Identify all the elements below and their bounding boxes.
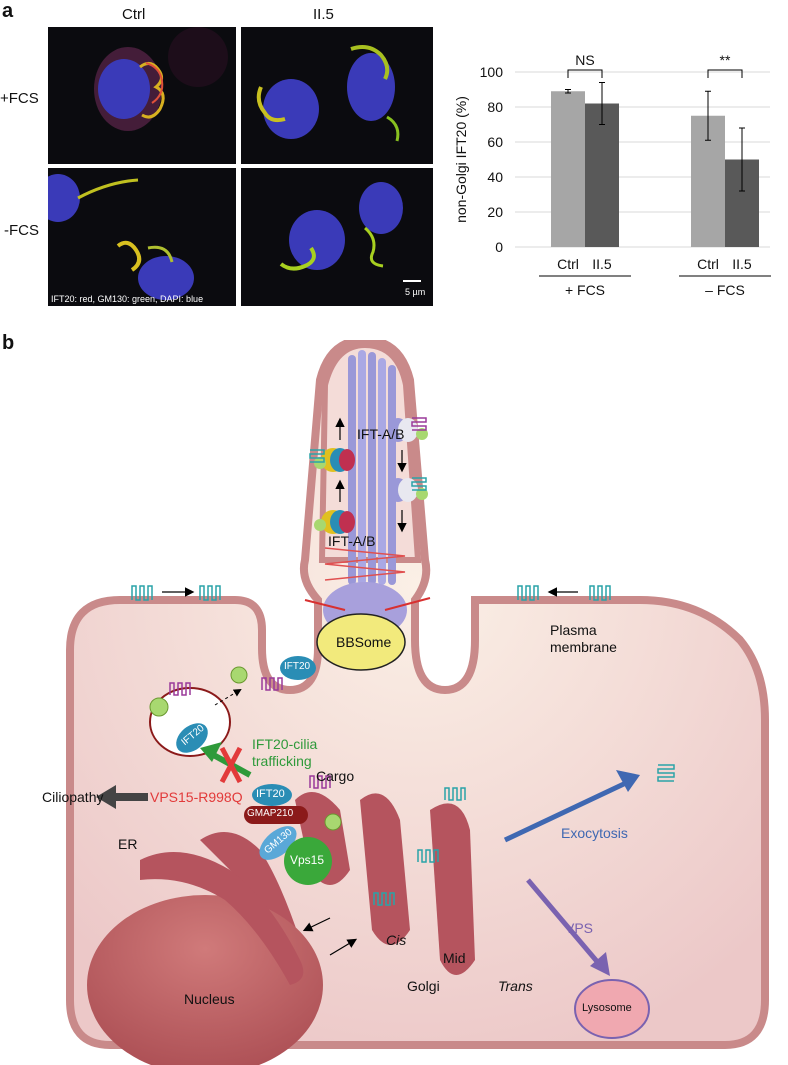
x-tick-label: II.5 <box>732 256 752 272</box>
row-label-minus-fcs: -FCS <box>4 222 39 239</box>
panel-a-letter: a <box>2 0 14 22</box>
ift20-golgi-blob <box>252 784 292 806</box>
label-ift-ab-bottom: IFT-A/B <box>328 533 376 549</box>
ift-trains <box>314 418 428 534</box>
x-tick-label: Ctrl <box>697 256 719 272</box>
label-ciliopathy: Ciliopathy <box>42 789 104 805</box>
label-vps15: Vps15 <box>290 853 325 867</box>
label-ift20-golgi: IFT20 <box>256 788 285 800</box>
significance-label: ** <box>720 52 731 68</box>
panel-b-letter: b <box>2 332 15 354</box>
axoneme <box>348 350 396 585</box>
group-label: – FCS <box>705 282 745 298</box>
stain-legend: IFT20: red, GM130: green, DAPI: blue <box>51 294 204 304</box>
significance-bracket <box>567 69 603 78</box>
bar-chart: 0 20 40 60 80 100 non-Golgi IFT20 (%) Ctrl II.5 +… <box>453 52 771 298</box>
gm130-blob <box>259 826 297 860</box>
label-plasma-membrane: Plasma membrane <box>550 622 617 655</box>
y-tick-label: 0 <box>495 239 503 255</box>
y-tick-label: 20 <box>487 204 503 220</box>
receptors <box>131 449 675 906</box>
label-trafficking: IFT20-cilia trafficking <box>252 736 318 769</box>
label-trans: Trans <box>498 978 533 994</box>
micrograph-ii5-minus-fcs: 5 µm <box>241 168 433 306</box>
significance-bracket <box>707 69 743 78</box>
micrograph-ctrl-minus-fcs: IFT20: red, GM130: green, DAPI: blue <box>48 168 236 306</box>
label-cargo: Cargo <box>316 768 355 784</box>
exocytosis-arrow <box>503 779 630 843</box>
transition-zone <box>324 547 406 581</box>
column-label-ctrl: Ctrl <box>122 6 146 23</box>
y-tick-label: 80 <box>487 99 503 115</box>
label-mid: Mid <box>443 950 466 966</box>
label-nucleus: Nucleus <box>184 991 235 1007</box>
gmap210-blob <box>244 806 308 824</box>
bbsome <box>316 613 406 671</box>
label-golgi: Golgi <box>407 978 440 994</box>
label-vps: VPS <box>565 920 594 936</box>
label-ift20-membrane: IFT20 <box>284 661 311 672</box>
micrograph-ctrl-plus-fcs <box>48 27 236 164</box>
y-tick-label: 100 <box>480 64 504 80</box>
ift20-membrane-blob <box>280 656 316 680</box>
cell-diagram <box>66 340 769 1065</box>
label-bbsome: BBSome <box>336 634 392 650</box>
label-ift-ab-top: IFT-A/B <box>357 426 405 442</box>
vps15-blob <box>284 837 332 885</box>
micrograph-ii5-plus-fcs <box>241 27 433 164</box>
x-tick-label: II.5 <box>592 256 612 272</box>
block-cross <box>219 746 243 784</box>
label-cis: Cis <box>386 932 407 948</box>
label-exocytosis: Exocytosis <box>561 825 628 841</box>
lysosome <box>574 979 650 1039</box>
label-gmap210: GMAP210 <box>247 808 294 819</box>
y-tick-label: 40 <box>487 169 503 185</box>
bar-ctrl-0 <box>551 91 585 247</box>
column-label-ii5: II.5 <box>313 6 334 23</box>
row-label-plus-fcs: +FCS <box>0 90 39 107</box>
y-tick-label: 60 <box>487 134 503 150</box>
group-label: + FCS <box>565 282 605 298</box>
y-axis-label: non-Golgi IFT20 (%) <box>453 96 469 223</box>
er <box>140 852 304 985</box>
label-er: ER <box>118 836 138 852</box>
x-tick-label: Ctrl <box>557 256 579 272</box>
bar-ii5-0 <box>585 103 619 247</box>
scale-bar-label: 5 µm <box>405 287 426 297</box>
vps-arrow <box>526 878 602 967</box>
significance-label: NS <box>575 52 594 68</box>
label-mutation: VPS15-R998Q <box>150 789 243 805</box>
label-lysosome: Lysosome <box>582 1002 632 1014</box>
